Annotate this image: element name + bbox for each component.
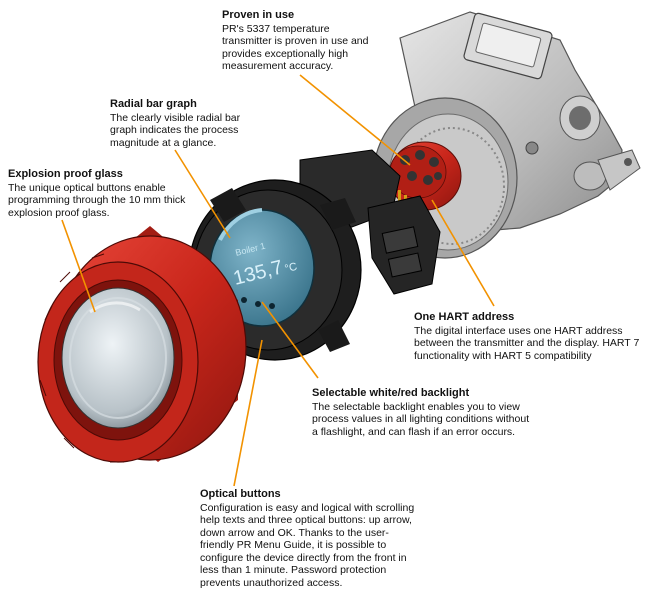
callout-title: Optical buttons <box>200 488 281 500</box>
callout-title: Radial bar graph <box>110 98 197 110</box>
leader-lines <box>61 74 495 487</box>
callout-title: Selectable white/red backlight <box>312 387 470 399</box>
leader-radial <box>174 149 231 239</box>
transmitter-module <box>388 141 462 211</box>
callout-title: Explosion proof glass <box>8 168 123 180</box>
leader-proven <box>299 74 411 166</box>
callout-text: The unique optical buttons enable progra… <box>8 181 186 219</box>
callout-title: One HART address <box>414 311 515 323</box>
callout-selectable-backlight: Selectable white/red backlight The selec… <box>312 387 537 438</box>
callout-optical-buttons: Optical buttons Configuration is easy an… <box>200 488 415 589</box>
callout-title: Proven in use <box>222 9 295 21</box>
display-unit: °C <box>284 261 299 276</box>
optical-button-row <box>241 297 275 309</box>
red-lid <box>37 226 247 463</box>
callout-proven-in-use: Proven in use PR's 5337 temperature tran… <box>222 9 382 73</box>
leader-backlight <box>261 301 319 379</box>
callout-explosion-proof-glass: Explosion proof glass The unique optical… <box>8 168 213 219</box>
callout-text: PR's 5337 temperature transmitter is pro… <box>222 22 369 73</box>
callout-text: The clearly visible radial bar graph ind… <box>110 111 241 149</box>
callout-radial-bar-graph: Radial bar graph The clearly visible rad… <box>110 98 255 149</box>
callout-one-hart-address: One HART address The digital interface u… <box>414 311 649 362</box>
callout-text: Configuration is easy and logical with s… <box>200 501 415 589</box>
callout-text: The selectable backlight enables you to … <box>312 400 530 438</box>
callout-text: The digital interface uses one HART addr… <box>414 324 640 362</box>
leader-hart <box>431 199 495 307</box>
leader-optical <box>233 339 263 487</box>
leader-glass <box>61 219 96 313</box>
